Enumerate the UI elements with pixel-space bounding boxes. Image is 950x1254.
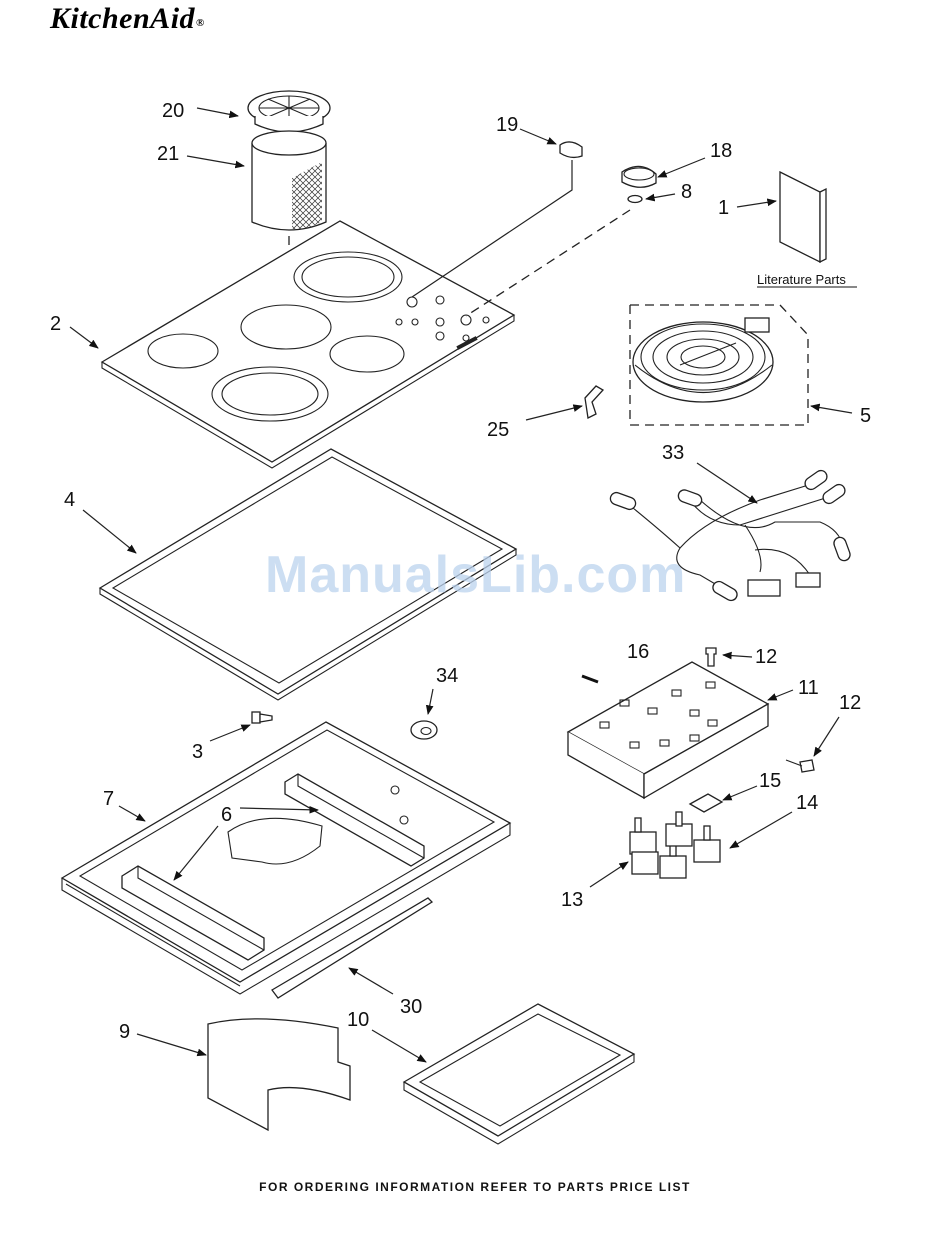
callout-7: 7 [103, 788, 114, 810]
callout-5: 5 [860, 405, 871, 427]
callout-16: 16 [627, 641, 649, 663]
part-11-control-box [568, 662, 768, 798]
callout-33: 33 [662, 442, 684, 464]
part-1-literature [780, 172, 826, 262]
callout-8: 8 [681, 181, 692, 203]
part-5-element [630, 305, 808, 425]
callout-14: 14 [796, 792, 818, 814]
part-18-knob [622, 166, 656, 187]
ordering-footer: FOR ORDERING INFORMATION REFER TO PARTS … [0, 1180, 950, 1194]
part-12-screw-right [786, 760, 814, 772]
callout-1: 1 [718, 197, 729, 219]
part-9-shield [208, 1019, 350, 1130]
part-10-tray [404, 1004, 634, 1144]
callout-6: 6 [221, 804, 232, 826]
callout-21: 21 [157, 143, 179, 165]
callout-11: 11 [798, 677, 819, 699]
callout-10: 10 [347, 1009, 369, 1031]
part-25-clip [585, 386, 603, 418]
callout-34: 34 [436, 665, 458, 687]
callout-20: 20 [162, 100, 184, 122]
watermark: ManualsLib.com [265, 545, 686, 605]
callout-9: 9 [119, 1021, 130, 1043]
callout-4: 4 [64, 489, 75, 511]
callout-13: 13 [561, 889, 583, 911]
callout-15: 15 [759, 770, 781, 792]
callout-2: 2 [50, 313, 61, 335]
part-14-switch [694, 826, 720, 862]
part-3-screw [252, 712, 272, 723]
callout-3: 3 [192, 741, 203, 763]
callout-30: 30 [400, 996, 422, 1018]
part-8-ring [628, 196, 642, 203]
part-2-cooktop [102, 221, 514, 468]
callout-19: 19 [496, 114, 518, 136]
part-16-pin [582, 676, 598, 682]
callout-18: 18 [710, 140, 732, 162]
leader-dash-8 [466, 210, 630, 316]
callout-12-top: 12 [755, 646, 777, 668]
callout-25: 25 [487, 419, 509, 441]
part-34-grommet [411, 721, 437, 739]
part-20-cap [248, 91, 330, 132]
callout-12-right: 12 [839, 692, 861, 714]
part-15-plate [690, 794, 722, 812]
literature-parts-caption: Literature Parts [757, 272, 846, 287]
part-21-canister [252, 131, 326, 230]
part-7-base-pan [62, 722, 510, 994]
part-12-screw-top [706, 648, 716, 666]
part-13-switches [630, 812, 692, 878]
